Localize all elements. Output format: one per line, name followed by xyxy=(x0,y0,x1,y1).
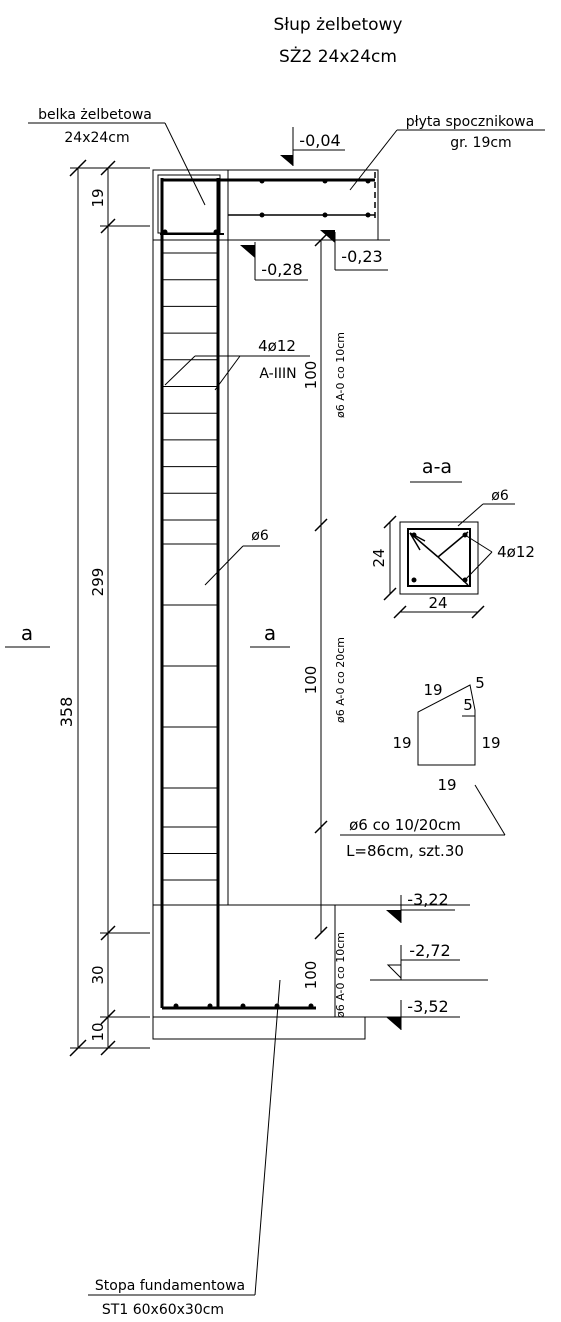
dim-zones xyxy=(314,233,328,940)
dim-column-label: 299 xyxy=(89,568,107,597)
section-bars: 4ø12 xyxy=(497,543,535,561)
section-width: 24 xyxy=(428,594,447,612)
dim-zone-top: 100 xyxy=(302,361,320,390)
stirrup-top: 19 xyxy=(423,681,442,699)
column xyxy=(152,178,316,1010)
footing-leader-diag xyxy=(254,979,281,1296)
stirrup-leader-diag xyxy=(204,545,244,586)
elevation-marker-4 xyxy=(370,945,488,981)
elevation-2: -0,28 xyxy=(261,260,302,279)
section-drawing xyxy=(383,503,515,619)
dim-zone-top-note: ø6 A-0 co 10cm xyxy=(334,332,347,418)
stirrup-note-leader xyxy=(474,784,506,836)
dim-zone-mid-note: ø6 A-0 co 20cm xyxy=(334,637,347,723)
beam-section xyxy=(157,174,221,234)
dim-top-label: 19 xyxy=(89,188,107,207)
title-line2: SŻ2 24x24cm xyxy=(279,46,397,67)
elevation-3: -0,23 xyxy=(341,247,382,266)
main-rebar-steel: A-IIIN xyxy=(259,366,296,382)
stirrup-label: ø6 xyxy=(251,528,269,544)
elevation-marker-2 xyxy=(240,242,308,281)
elevation-marker-1 xyxy=(280,127,345,166)
section-mark-left: a xyxy=(21,621,33,645)
rebar-leader-diag2 xyxy=(214,355,241,391)
footing-size: ST1 60x60x30cm xyxy=(102,1302,224,1318)
stirrup-hook2: 5 xyxy=(463,696,473,714)
stirrup-bottom: 19 xyxy=(437,776,456,794)
elevation-6: -3,52 xyxy=(407,997,448,1016)
elevation-4: -2,72 xyxy=(409,941,450,960)
section-mark-right: a xyxy=(264,621,276,645)
stirrup-hook1: 5 xyxy=(475,674,485,692)
section-height: 24 xyxy=(370,548,388,567)
elevation-marker-3 xyxy=(320,230,388,271)
beam-size: 24x24cm xyxy=(64,130,129,146)
dim-bottom-label: 10 xyxy=(89,1022,107,1041)
dim-total xyxy=(69,159,150,1057)
elevation-5: -3,22 xyxy=(407,890,448,909)
stirrup-note1: ø6 co 10/20cm xyxy=(349,816,461,834)
slab-thickness: gr. 19cm xyxy=(450,135,511,151)
rebar-leader-diag xyxy=(164,355,196,386)
beam-name: belka żelbetowa xyxy=(38,107,152,123)
main-rebar-count: 4ø12 xyxy=(258,337,296,355)
dim-total-label: 358 xyxy=(57,697,76,728)
dim-footing-label: 30 xyxy=(89,965,107,984)
elevation-marker-5 xyxy=(386,895,455,923)
dim-column xyxy=(100,160,150,1056)
dim-zone-mid: 100 xyxy=(302,666,320,695)
dim-zone-bottom: 100 xyxy=(302,961,320,990)
stirrup-shape xyxy=(417,684,476,766)
elevation-marker-6 xyxy=(386,1000,455,1030)
stirrup-right: 19 xyxy=(481,734,500,752)
stirrups xyxy=(162,252,218,881)
section-stirrup: ø6 xyxy=(491,488,509,504)
footing-name: Stopa fundamentowa xyxy=(95,1278,245,1294)
slab-name: płyta spocznikowa xyxy=(406,114,534,130)
dim-zone-bottom-note: ø6 A-0 co 10cm xyxy=(334,932,347,1018)
stirrup-left: 19 xyxy=(392,734,411,752)
elevation-1: -0,04 xyxy=(299,131,340,150)
section-title: a-a xyxy=(422,456,452,478)
slab-leader-diag xyxy=(349,129,398,191)
slab-rebar-dots xyxy=(162,178,371,235)
stirrup-note2: L=86cm, szt.30 xyxy=(346,842,464,860)
title-line1: Słup żelbetowy xyxy=(274,15,403,35)
beam-slab-outline xyxy=(152,169,390,905)
beam-leader-diag xyxy=(164,122,206,206)
